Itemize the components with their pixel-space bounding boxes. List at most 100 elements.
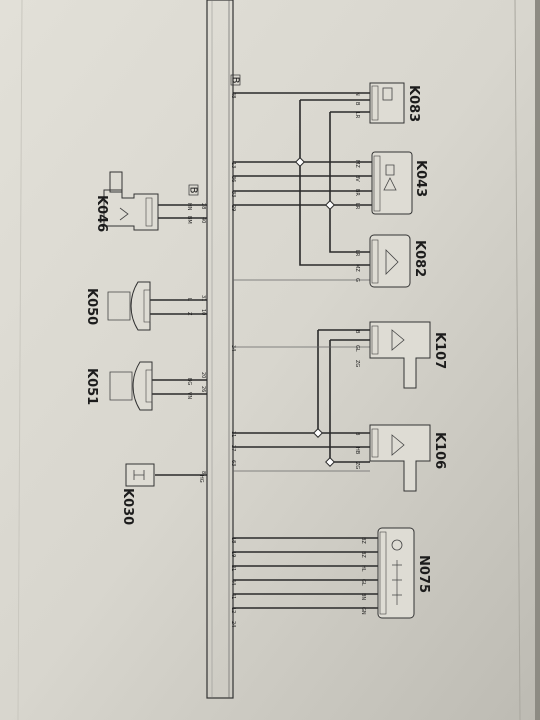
bus-pin: 13 <box>230 162 236 168</box>
connector-k082: K082 <box>369 234 427 288</box>
bus-label-box-top <box>230 74 241 86</box>
bus-label-top: B <box>230 77 241 84</box>
bus-pin: 41 <box>230 593 236 599</box>
connector-k083: K083 <box>369 82 421 124</box>
wire-label: G <box>354 278 360 282</box>
switch-icon <box>133 470 145 480</box>
wire-label: HB <box>354 447 360 455</box>
page-fold <box>514 0 521 720</box>
wire-label: Z <box>186 312 192 316</box>
sensor-icon <box>391 434 405 456</box>
pin-strip <box>371 325 379 355</box>
bus-pin: 24 <box>230 621 236 627</box>
junction <box>325 200 335 210</box>
motor-icon <box>391 539 403 551</box>
harness-bus <box>206 0 234 699</box>
pin-strip <box>373 155 381 212</box>
bus-pin: 31 <box>200 295 206 301</box>
junctions <box>295 157 335 467</box>
connector-body <box>369 321 431 389</box>
wire-label: MZ <box>354 160 360 168</box>
bus-label-box-mid <box>188 184 199 196</box>
pin-strip <box>371 428 379 458</box>
wire-label: LR <box>354 250 360 257</box>
connector-k046: K046 <box>94 171 159 232</box>
relay-coil-icon <box>382 87 393 101</box>
sensor-icon <box>383 164 397 191</box>
wire-label: B <box>354 330 360 334</box>
bus-pin: 40 <box>200 217 206 223</box>
wire-label: BV <box>354 175 360 182</box>
junction <box>325 457 335 467</box>
connector-k051: K051 <box>84 361 153 411</box>
connector-body <box>377 527 415 619</box>
wire-label: BN <box>360 593 366 600</box>
connector-label: N075 <box>416 555 431 593</box>
junction <box>295 157 305 167</box>
wire-label: GL <box>354 345 360 352</box>
bus-pin: 33 <box>230 191 236 197</box>
bus-pin: 63 <box>230 460 236 466</box>
bus-pin: 28 <box>200 203 206 209</box>
connector-body <box>369 234 411 288</box>
wire-label: HL <box>360 565 366 572</box>
connector-n075: N075 <box>377 527 431 619</box>
connector-body <box>369 82 405 124</box>
bus-pin: 36 <box>230 176 236 182</box>
wire-label: BZ <box>360 551 366 558</box>
sensor-icon <box>119 207 129 221</box>
sensor-face <box>109 371 133 401</box>
wire-label: B <box>354 432 360 436</box>
page-edge <box>17 0 23 720</box>
connector-label: K043 <box>413 160 428 197</box>
wire-label: BM <box>186 216 192 224</box>
bus-pin: 29 <box>230 205 236 211</box>
connector-k050: K050 <box>84 281 151 331</box>
bus-pin: 10 <box>200 309 206 315</box>
pin-strip <box>145 197 153 227</box>
bus-pin: 44 <box>230 579 236 585</box>
pin-strip <box>143 289 151 323</box>
connector-body <box>103 189 159 231</box>
wire-label: B <box>354 102 360 106</box>
wire-label: MZ <box>354 264 360 272</box>
connector-body <box>130 281 151 331</box>
bus-pin-numbers: 48 13 36 33 29 28 40 31 10 20 34 26 11 2… <box>200 92 236 627</box>
bus-pin: 8 <box>200 471 206 474</box>
wire-label: GN <box>360 607 366 615</box>
wire-label: HN <box>186 203 192 211</box>
bus-pin: 19 <box>230 551 236 557</box>
connector-body <box>132 361 153 411</box>
connector-label: K051 <box>84 368 99 405</box>
wire-labels: N B LR MZ BV BR LR LR MZ G B GL ZG B HB … <box>186 92 366 615</box>
wire-label: HG <box>198 475 204 483</box>
bus-pin: 18 <box>230 537 236 543</box>
pin-strip <box>371 239 379 284</box>
connector-k030: K030 <box>120 463 155 525</box>
pin-strip <box>371 85 379 121</box>
wire <box>329 112 370 253</box>
bus-pin: 11 <box>230 431 236 437</box>
wire <box>299 100 370 266</box>
connector-body <box>371 151 413 215</box>
wire-label: ZG <box>354 462 360 469</box>
junction <box>313 428 323 438</box>
connector-label: K050 <box>84 288 99 325</box>
wire-label: VN <box>186 392 192 399</box>
sensor-head <box>109 171 123 193</box>
bus-pin: 12 <box>230 607 236 613</box>
bus-label-mid: B <box>188 187 199 194</box>
bus-pin: 20 <box>200 372 206 378</box>
connector-label: K030 <box>120 488 135 525</box>
bus-pin: 21 <box>230 565 236 571</box>
pin-strip <box>379 531 387 615</box>
sensor-icon <box>385 249 399 275</box>
sensor-icon <box>391 329 405 351</box>
connector-label: K106 <box>432 432 447 469</box>
connector-k043: K043 <box>371 151 428 215</box>
wire-label: N <box>354 92 360 96</box>
connector-body <box>369 424 431 492</box>
wire-label: LR <box>354 203 360 210</box>
